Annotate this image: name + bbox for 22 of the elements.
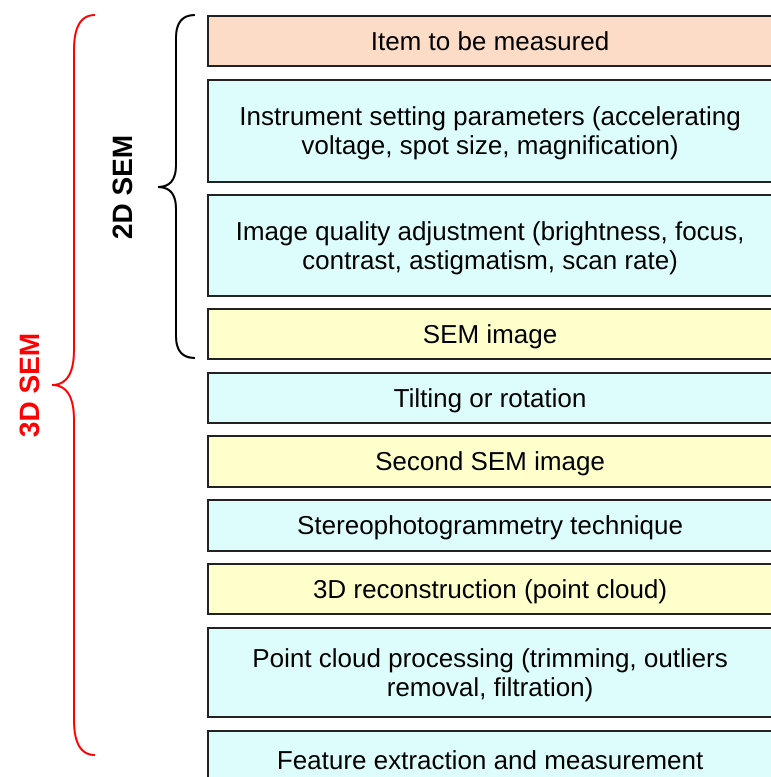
process-box <box>207 563 771 615</box>
step-text: Point cloud processing (trimming, outliers removal, filtration) <box>251 644 729 702</box>
process-box <box>207 730 771 777</box>
step-text: Item to be measured <box>370 26 610 56</box>
step-text: Instrument setting parameters (accelerating voltage, spot size, magnification) <box>238 102 742 160</box>
process-box <box>207 194 771 297</box>
step-text: SEM image <box>422 320 558 348</box>
process-box <box>207 627 771 718</box>
bracket-label: 3D SEM <box>14 332 46 438</box>
process-box <box>207 372 771 424</box>
process-box <box>207 79 771 183</box>
process-box <box>207 308 771 360</box>
bracket-label: 2D SEM <box>107 134 140 240</box>
step-text: 3D reconstruction (point cloud) <box>312 574 668 604</box>
step-text: Tilting or rotation <box>392 384 588 412</box>
step-text: Stereophotogrammetry technique <box>296 511 684 540</box>
step-text: Image quality adjustment (brightness, focus, contrast, astigmatism, scan rate) <box>234 216 746 274</box>
process-box <box>207 15 771 67</box>
step-text: Second SEM image <box>374 447 606 476</box>
process-box <box>207 499 771 552</box>
step-text: Feature extraction and measurement <box>276 746 704 774</box>
process-box <box>207 435 771 488</box>
